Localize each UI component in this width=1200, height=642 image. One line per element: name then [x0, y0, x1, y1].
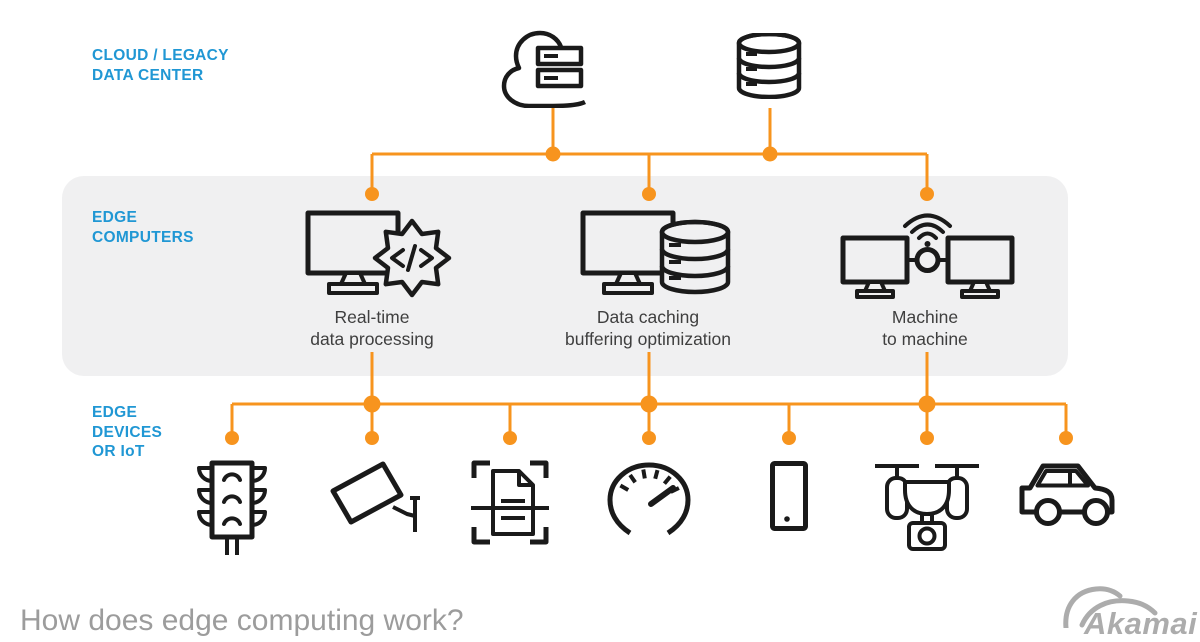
edge-computer-caption-m2m: Machine to machine [805, 306, 1045, 350]
akamai-wordmark: Akamai [1084, 606, 1198, 641]
footer-question: How does edge computing work? [20, 604, 464, 637]
caption-line: buffering optimization [564, 329, 732, 349]
document-scan-icon [471, 460, 549, 545]
speedometer-icon [607, 462, 691, 536]
edge-computing-infographic: { "colors": { "accent_orange": "#F7941E"… [20, 30, 1197, 641]
tier-label-line: EDGE [92, 209, 138, 226]
edge-computers-band [62, 176, 1068, 376]
tier-label-line: DEVICES [92, 423, 163, 441]
tier-label-line: CLOUD / LEGACY [92, 47, 229, 64]
edge-computer-caption-caching: Data caching buffering optimization [528, 306, 768, 350]
drone-icon [875, 464, 979, 551]
caption-line: Real-time [334, 307, 410, 327]
edge-computer-caption-realtime: Real-time data processing [252, 306, 492, 350]
tier-label-line: EDGE [92, 404, 138, 421]
database-icon [736, 33, 802, 99]
tier-label-cloud-legacy-data-center: CLOUD / LEGACY DATA CENTER [92, 46, 229, 85]
security-camera-icon [330, 461, 420, 532]
tier-label-edge-computers: EDGE COMPUTERS [92, 208, 194, 247]
cloud-servers-icon [501, 30, 587, 108]
akamai-wave-icon [1063, 586, 1158, 628]
tier-label-edge-devices-or-iot: EDGE DEVICES OR IoT [92, 403, 162, 462]
monitor-code-gear-icon [305, 210, 452, 298]
smartphone-icon [770, 461, 808, 531]
monitor-database-icon [580, 210, 731, 295]
tier-label-line: COMPUTERS [92, 228, 194, 246]
caption-line: to machine [882, 329, 968, 349]
caption-line: Data caching [596, 307, 700, 327]
tier-label-line: DATA CENTER [92, 66, 204, 84]
traffic-light-icon [197, 460, 267, 555]
car-icon [1019, 463, 1115, 526]
tier-label-line: OR IoT [92, 443, 145, 460]
caption-line: Machine [891, 307, 959, 327]
machine-to-machine-icon [840, 213, 1015, 299]
connector-lines [225, 108, 1073, 445]
caption-line: data processing [310, 329, 434, 349]
